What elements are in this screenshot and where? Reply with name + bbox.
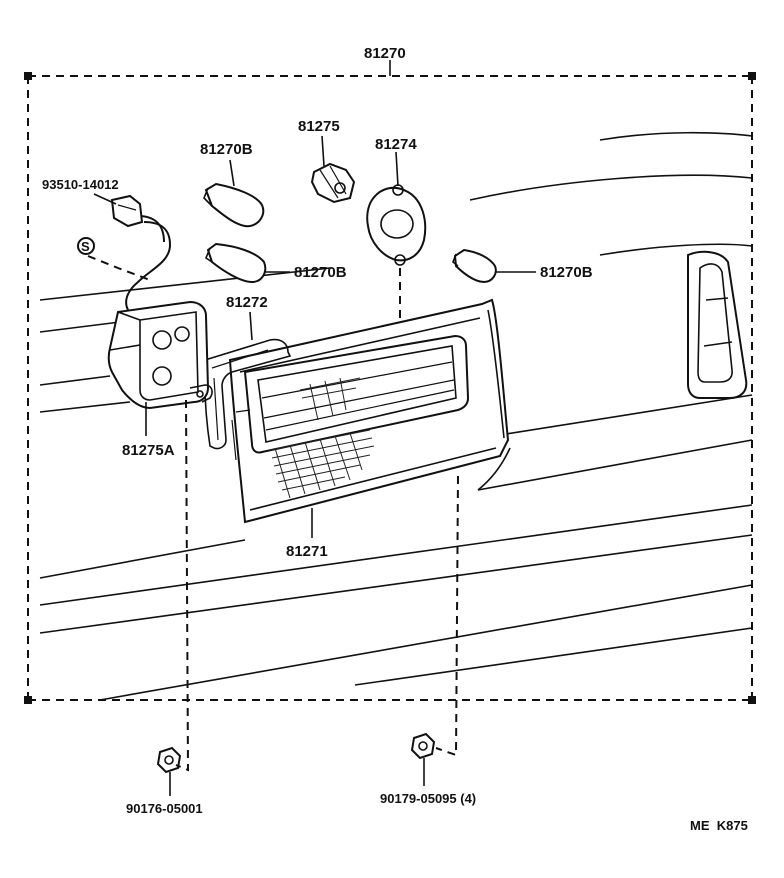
drawing-code: ME K875	[690, 818, 748, 833]
label-nut-90176: 90176-05001	[126, 801, 203, 816]
gasket-81274	[366, 184, 427, 266]
lens-assembly	[228, 298, 510, 524]
label-assembly: 81270	[364, 45, 406, 62]
nut-90179	[410, 732, 436, 760]
wire-harness	[110, 194, 172, 311]
clip-symbol: S	[77, 237, 95, 255]
label-nut-90179: 90179-05095 (4)	[380, 791, 476, 806]
installation-lines	[87, 255, 459, 772]
label-harness: 93510-14012	[42, 177, 119, 192]
socket-housing	[107, 300, 213, 410]
back-door-panel	[39, 131, 753, 701]
bulb-upper	[203, 182, 265, 228]
lens-gasket	[203, 338, 292, 450]
handle-recess	[687, 250, 748, 399]
nut-90176	[156, 746, 182, 774]
bulb-right	[452, 248, 497, 284]
clip-symbol-letter: S	[81, 239, 90, 254]
label-bulb-upper: 81270B	[200, 141, 253, 158]
leader-lines	[93, 135, 536, 796]
label-bulb-right: 81270B	[540, 264, 593, 281]
label-gasket-81272: 81272	[226, 294, 268, 311]
bulb-middle	[205, 242, 267, 284]
assembly-bracket	[24, 60, 756, 704]
lens-hatch	[269, 377, 375, 499]
socket-81275	[310, 162, 356, 204]
label-bulb-middle: 81270B	[294, 264, 347, 281]
label-socket-81275: 81275	[298, 118, 340, 135]
label-lens: 81271	[286, 543, 328, 560]
label-gasket-81274: 81274	[375, 136, 417, 153]
label-socket-housing: 81275A	[122, 442, 175, 459]
